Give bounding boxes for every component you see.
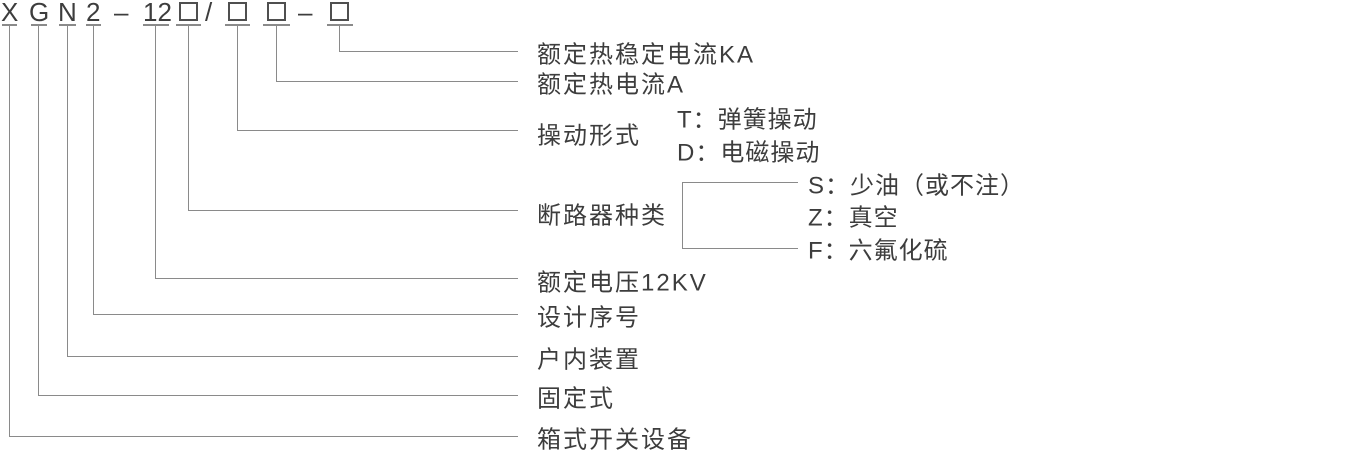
- label-box-type-switchgear: 箱式开关设备: [537, 426, 693, 454]
- tick-under-x: [2, 24, 17, 26]
- connector-breaker-type: [188, 26, 518, 211]
- option-vacuum: Z：真空: [808, 204, 899, 232]
- option-less-oil: S：少油（或不注）: [808, 172, 1026, 200]
- tick-under-12: [143, 24, 169, 26]
- code-char-n: N: [58, 0, 77, 27]
- connector-fixed-type: [38, 26, 518, 396]
- tick-under-box-3: [263, 24, 290, 26]
- code-char-g: G: [29, 0, 50, 27]
- tick-under-box-1: [176, 24, 201, 26]
- tick-under-2: [86, 24, 101, 26]
- connector-rated-thermal-current: [276, 26, 518, 82]
- label-fixed-type: 固定式: [537, 385, 615, 413]
- label-indoor-device: 户内装置: [537, 346, 641, 374]
- connector-rated-thermal-stability-current: [339, 26, 518, 52]
- code-dash-1: –: [114, 0, 129, 27]
- connector-rated-voltage: [155, 26, 518, 279]
- tick-under-box-2: [225, 24, 250, 26]
- label-rated-thermal-current: 额定热电流A: [537, 71, 686, 99]
- option-sf6: F：六氟化硫: [808, 237, 949, 265]
- breaker-type-bracket: [682, 182, 798, 249]
- tick-under-n: [59, 24, 76, 26]
- connector-design-serial: [93, 26, 518, 315]
- connector-operation-mode: [237, 26, 518, 131]
- connector-box-type-switchgear: [9, 26, 518, 437]
- label-rated-thermal-stability-current: 额定热稳定电流KA: [537, 41, 756, 69]
- option-spring-operation: T：弹簧操动: [677, 106, 818, 134]
- label-operation-mode: 操动形式: [537, 122, 641, 150]
- placeholder-box-1: [179, 2, 198, 21]
- code-char-x: X: [1, 0, 19, 27]
- code-dash-2: –: [298, 0, 313, 27]
- placeholder-box-2: [228, 2, 247, 21]
- label-design-serial: 设计序号: [537, 304, 641, 332]
- code-char-2: 2: [86, 0, 101, 27]
- placeholder-box-4: [330, 2, 349, 21]
- option-electromagnetic-operation: D：电磁操动: [677, 139, 821, 167]
- connector-indoor-device: [67, 26, 518, 357]
- tick-under-box-4: [327, 24, 353, 26]
- label-rated-voltage: 额定电压12KV: [537, 269, 708, 297]
- code-slash: /: [205, 0, 213, 27]
- code-number-12: 12: [143, 0, 172, 27]
- placeholder-box-3: [267, 2, 286, 21]
- label-breaker-type: 断路器种类: [537, 202, 667, 230]
- tick-under-g: [31, 24, 47, 26]
